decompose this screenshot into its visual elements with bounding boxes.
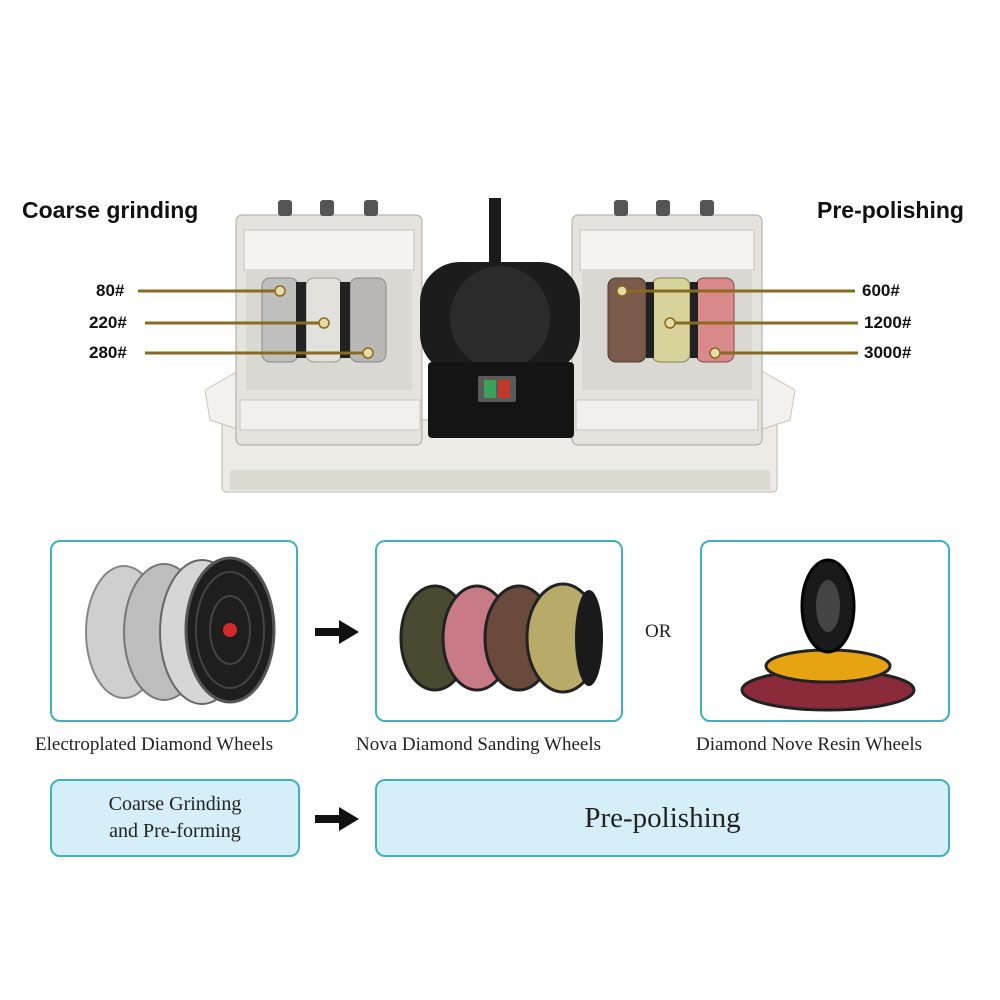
coarse-grinding-stage-box: Coarse Grinding and Pre-forming <box>50 779 300 857</box>
grit-label-3000: 3000# <box>864 343 912 362</box>
electroplated-diamond-wheels-image <box>85 556 276 705</box>
arrow-right-icon <box>315 620 359 644</box>
or-connector: OR <box>645 621 672 642</box>
stage-arrow-right-icon <box>315 807 359 831</box>
coarse-stage-line1: Coarse Grinding <box>108 793 242 815</box>
grit-label-1200: 1200# <box>864 313 912 332</box>
grit-label-80: 80# <box>96 281 125 300</box>
pre-polishing-stage-box: Pre-polishing <box>375 779 950 857</box>
caption-nova-diamond-sanding-wheels: Nova Diamond Sanding Wheels <box>356 734 602 755</box>
coarse-stage-line2: and Pre-forming <box>109 820 241 842</box>
coarse-grinding-heading: Coarse grinding <box>22 197 199 223</box>
prepolish-stage-label: Pre-polishing <box>584 801 741 834</box>
polishing-machine-illustration <box>138 198 858 493</box>
pre-polishing-heading: Pre-polishing <box>817 197 964 223</box>
nova-diamond-sanding-wheels-image <box>399 582 603 694</box>
caption-diamond-nove-resin-wheels: Diamond Nove Resin Wheels <box>696 734 923 755</box>
diamond-nove-resin-wheels-image <box>740 558 916 712</box>
nova-sanding-wheels-panel <box>375 540 623 722</box>
grit-label-220: 220# <box>89 313 127 332</box>
grit-label-600: 600# <box>862 281 900 300</box>
grit-label-280: 280# <box>89 343 127 362</box>
resin-wheels-panel <box>700 540 950 722</box>
electroplated-wheels-panel <box>50 540 298 722</box>
caption-electroplated-diamond-wheels: Electroplated Diamond Wheels <box>35 734 274 755</box>
